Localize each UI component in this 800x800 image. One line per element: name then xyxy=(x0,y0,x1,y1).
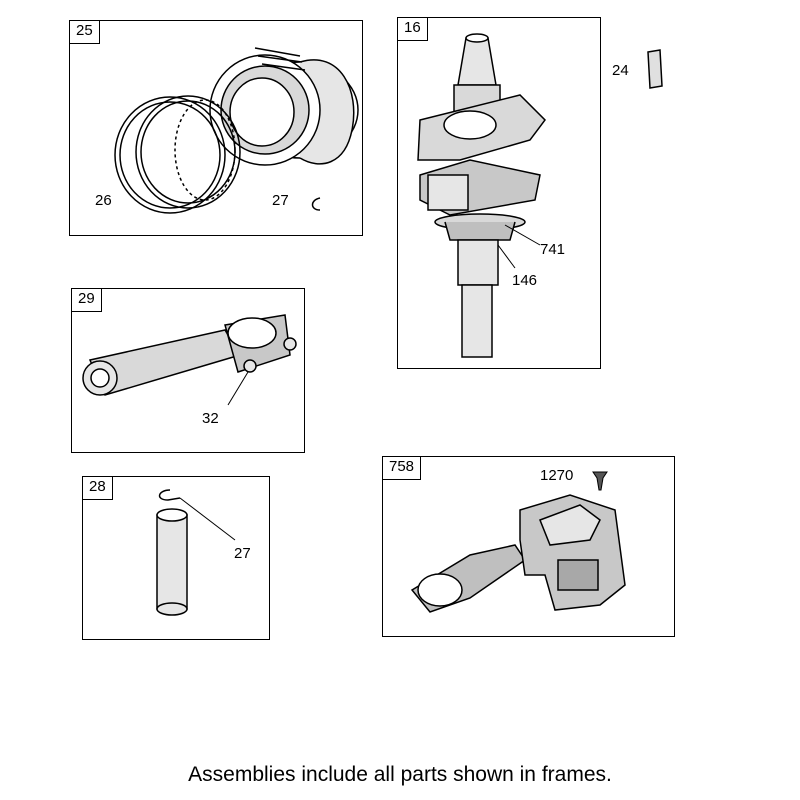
crankshaft-illustration xyxy=(417,33,546,358)
piston-clip-icon xyxy=(311,197,321,211)
pin-clip-leader xyxy=(179,497,236,541)
caption: Assemblies include all parts shown in fr… xyxy=(188,763,612,786)
key-icon xyxy=(647,49,663,89)
callout-piston-clip: 27 xyxy=(272,192,289,209)
piston-pin-illustration xyxy=(156,508,188,616)
callout-screw: 1270 xyxy=(540,467,574,484)
callout-gear: 741 xyxy=(540,241,566,258)
connecting-rod-illustration xyxy=(82,314,297,396)
crankshaft-leaders xyxy=(497,224,541,269)
callout-rings: 26 xyxy=(95,192,112,209)
rod-bolt-leader xyxy=(227,371,249,406)
callout-crank-journal: 146 xyxy=(512,272,538,289)
governor-illustration xyxy=(410,494,626,613)
frame-tag-governor: 758 xyxy=(382,456,422,480)
piston-illustration xyxy=(209,47,359,166)
frame-tag-piston-pin: 28 xyxy=(82,476,113,500)
callout-rod-bolt: 32 xyxy=(202,410,219,427)
pin-clip-icon xyxy=(158,489,181,501)
frame-tag-piston: 25 xyxy=(69,20,100,44)
rings-illustration xyxy=(114,95,241,214)
frame-tag-connecting-rod: 29 xyxy=(71,288,102,312)
screw-icon xyxy=(592,471,608,491)
callout-key: 24 xyxy=(612,62,629,79)
callout-pin-clip: 27 xyxy=(234,545,251,562)
frame-tag-crankshaft: 16 xyxy=(397,17,428,41)
